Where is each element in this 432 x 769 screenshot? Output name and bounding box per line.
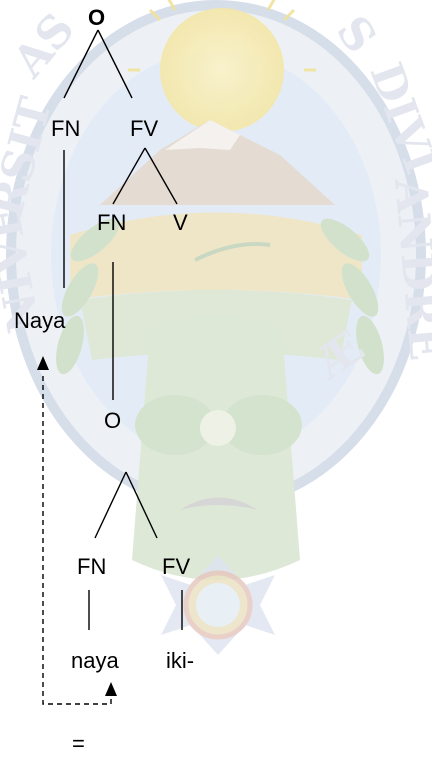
arrowhead-up-naya bbox=[37, 356, 49, 370]
root-o-label: O bbox=[88, 7, 105, 29]
naya-low-label: naya bbox=[71, 650, 119, 672]
iki-label: iki- bbox=[166, 650, 194, 672]
fn-top-label: FN bbox=[51, 118, 80, 140]
edge-o-fn bbox=[64, 30, 98, 98]
arrowhead-up-naya-low bbox=[105, 682, 117, 696]
edge-o-fv bbox=[98, 30, 132, 98]
fn-low-label: FN bbox=[77, 556, 106, 578]
edge-fv-v bbox=[145, 148, 177, 204]
fv-low-label: FV bbox=[162, 556, 190, 578]
fv-top-label: FV bbox=[130, 118, 158, 140]
o-embedded-label: O bbox=[104, 410, 121, 432]
equals-label: = bbox=[72, 733, 85, 755]
fn-mid-label: FN bbox=[97, 212, 126, 234]
edge-o-fnlow bbox=[95, 472, 126, 538]
edge-fv-fn bbox=[113, 148, 145, 204]
subject-naya-label: Naya bbox=[14, 310, 65, 332]
v-label: V bbox=[173, 212, 188, 234]
edge-o-fvlow bbox=[126, 472, 157, 538]
